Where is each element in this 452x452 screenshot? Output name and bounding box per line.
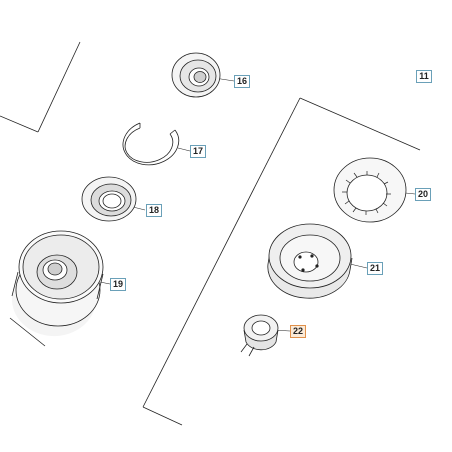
callout-17[interactable]: 17 bbox=[190, 145, 206, 158]
callout-19[interactable]: 19 bbox=[110, 278, 126, 291]
nut-icon bbox=[240, 314, 279, 357]
group-outline-right bbox=[142, 97, 421, 426]
circlip-ring-icon bbox=[122, 122, 180, 166]
callout-22[interactable]: 22 bbox=[290, 325, 306, 338]
seal-ring-icon bbox=[81, 176, 137, 222]
callout-16[interactable]: 16 bbox=[234, 75, 250, 88]
callout-21[interactable]: 21 bbox=[367, 262, 383, 275]
lock-washer-icon bbox=[333, 157, 407, 223]
ball-bearing-icon bbox=[171, 52, 221, 98]
callout-20[interactable]: 20 bbox=[415, 188, 431, 201]
callout-11[interactable]: 11 bbox=[416, 70, 432, 83]
callout-18[interactable]: 18 bbox=[146, 204, 162, 217]
thrust-disc-icon bbox=[267, 223, 353, 299]
group-outline-left bbox=[0, 41, 81, 347]
pulley-wheel-icon bbox=[11, 230, 104, 337]
